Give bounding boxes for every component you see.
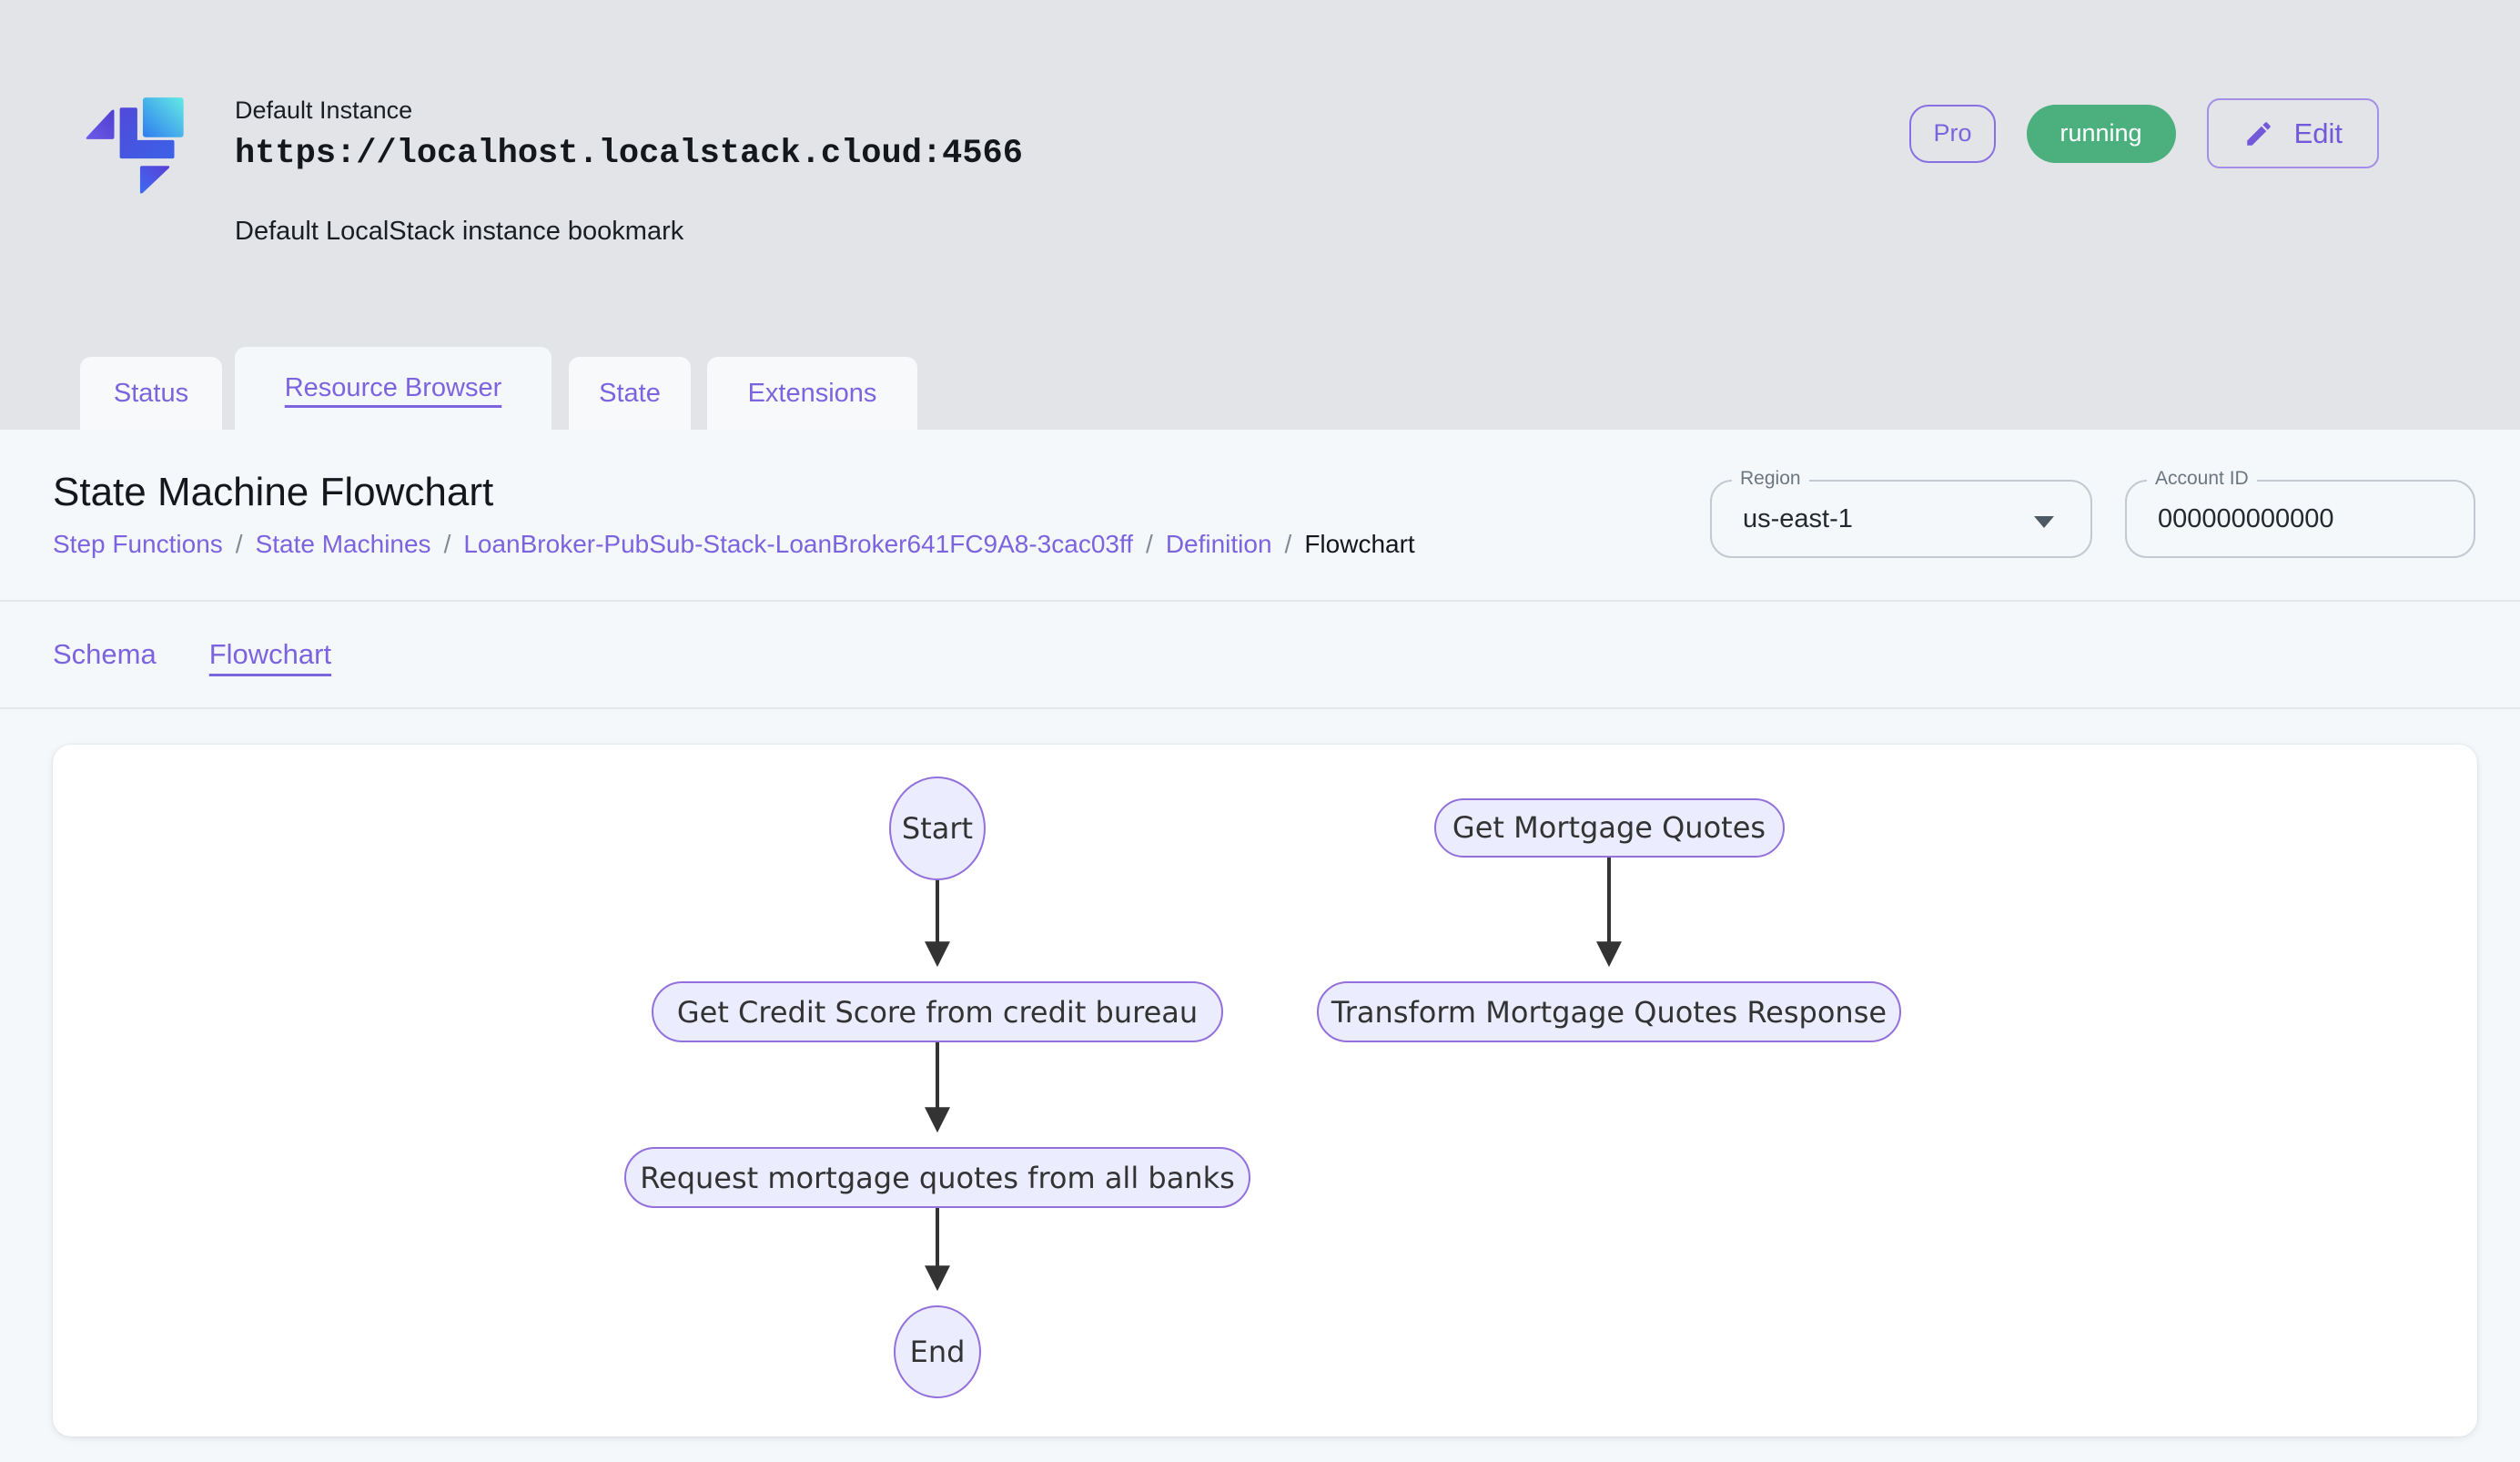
account-id-input[interactable] xyxy=(2158,482,2431,556)
subtab-flowchart[interactable]: Flowchart xyxy=(208,638,332,670)
flowchart-card: Start Get Credit Score from credit burea… xyxy=(53,745,2477,1437)
breadcrumb-step-functions[interactable]: Step Functions xyxy=(53,530,223,558)
tab-state[interactable]: State xyxy=(569,357,691,430)
instance-description: Default LocalStack instance bookmark xyxy=(235,217,684,246)
status-badge: running xyxy=(2026,104,2176,163)
region-label: Region xyxy=(1732,468,1809,490)
breadcrumb-separator: / xyxy=(1146,530,1153,558)
node-transform-response xyxy=(1317,981,1901,1042)
region-value: us-east-1 xyxy=(1743,504,1853,533)
breadcrumb-flowchart: Flowchart xyxy=(1304,530,1415,558)
header-actions: Pro running Edit xyxy=(1909,98,2379,168)
account-id-field: Account ID xyxy=(2125,468,2475,558)
node-get-credit-score xyxy=(652,981,1223,1042)
localstack-logo-icon xyxy=(86,97,184,194)
breadcrumb-state-machines[interactable]: State Machines xyxy=(255,530,431,558)
node-end-label: End xyxy=(910,1335,966,1369)
tab-extensions[interactable]: Extensions xyxy=(707,357,917,430)
state-machine-flowchart: Start Get Credit Score from credit burea… xyxy=(624,777,1901,1398)
divider xyxy=(0,707,2520,709)
tab-state-label: State xyxy=(599,378,661,408)
node-end xyxy=(894,1305,981,1398)
node-transform-response-label: Transform Mortgage Quotes Response xyxy=(1331,995,1887,1030)
page-title: State Machine Flowchart xyxy=(53,470,494,514)
instance-url: https://localhost.localstack.cloud:4566 xyxy=(235,135,1023,173)
breadcrumb: Step Functions / State Machines / LoanBr… xyxy=(53,530,1415,559)
breadcrumb-definition[interactable]: Definition xyxy=(1165,530,1272,558)
node-request-quotes-label: Request mortgage quotes from all banks xyxy=(640,1161,1235,1195)
subtab-schema[interactable]: Schema xyxy=(53,638,157,670)
pro-badge: Pro xyxy=(1909,104,1996,163)
tab-status[interactable]: Status xyxy=(80,357,222,430)
edit-button-label: Edit xyxy=(2293,117,2343,149)
breadcrumb-separator: / xyxy=(235,530,243,558)
node-get-credit-score-label: Get Credit Score from credit bureau xyxy=(677,995,1198,1030)
node-start xyxy=(889,777,986,880)
tab-status-label: Status xyxy=(113,378,189,408)
edit-button[interactable]: Edit xyxy=(2206,98,2379,168)
chevron-down-icon xyxy=(2034,516,2054,528)
breadcrumb-state-machine-name[interactable]: LoanBroker-PubSub-Stack-LoanBroker641FC9… xyxy=(463,530,1134,558)
node-request-quotes xyxy=(624,1147,1250,1208)
divider xyxy=(0,600,2520,602)
content-panel: State Machine Flowchart Step Functions /… xyxy=(0,430,2520,1462)
breadcrumb-separator: / xyxy=(1284,530,1292,558)
node-get-mortgage-quotes xyxy=(1434,798,1785,858)
node-start-label: Start xyxy=(902,811,973,846)
tab-resource-browser-label: Resource Browser xyxy=(284,373,502,402)
pencil-icon xyxy=(2246,121,2271,146)
breadcrumb-separator: / xyxy=(443,530,451,558)
region-select[interactable]: Region us-east-1 xyxy=(1710,468,2092,558)
node-get-mortgage-quotes-label: Get Mortgage Quotes xyxy=(1452,810,1766,845)
instance-name: Default Instance xyxy=(235,96,413,124)
definition-subtabs: Schema Flowchart xyxy=(53,602,331,707)
tab-resource-browser[interactable]: Resource Browser xyxy=(235,347,552,430)
tab-extensions-label: Extensions xyxy=(747,378,877,408)
